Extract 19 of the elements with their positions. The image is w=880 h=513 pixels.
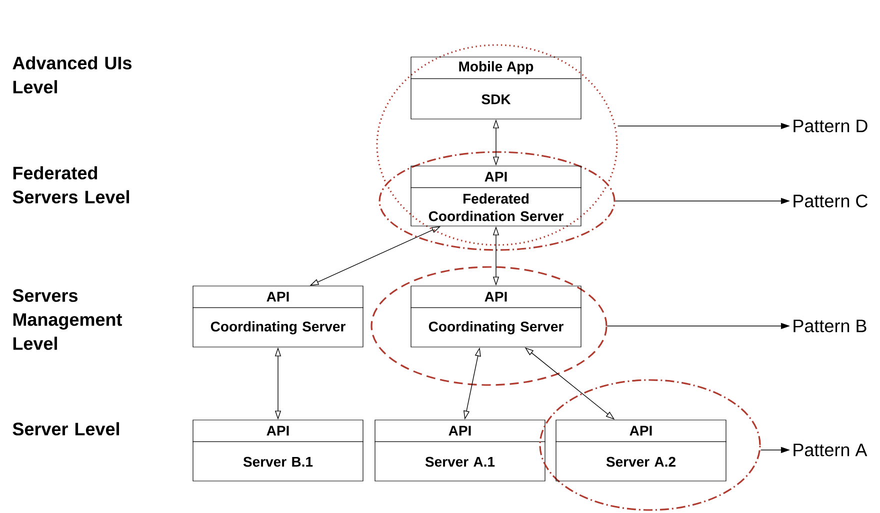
server-box: API Server A.1 bbox=[374, 420, 546, 482]
server-box: API Federated Coordination Server bbox=[410, 166, 582, 226]
server-box: API Coordinating Server bbox=[410, 286, 582, 348]
pattern-ellipse bbox=[378, 151, 616, 251]
pattern-ellipse bbox=[376, 44, 618, 246]
pattern-label: Pattern D bbox=[794, 120, 868, 132]
server-box: Mobile App SDK bbox=[410, 56, 582, 120]
level-label: Federated Servers Level bbox=[12, 166, 129, 204]
pattern-label: Pattern A bbox=[794, 444, 868, 456]
level-label: Advanced UIs Level bbox=[12, 56, 132, 94]
pattern-ellipse bbox=[370, 266, 608, 386]
server-box: API Server A.2 bbox=[555, 420, 727, 482]
pattern-label: Pattern B bbox=[794, 320, 866, 332]
pattern-label: Pattern C bbox=[794, 194, 868, 208]
level-label: Servers Management Level bbox=[12, 289, 122, 350]
pattern-ellipse bbox=[539, 379, 761, 511]
server-box: API Server B.1 bbox=[192, 420, 364, 482]
server-box: API Coordinating Server bbox=[192, 286, 364, 348]
level-label: Server Level bbox=[12, 422, 119, 436]
